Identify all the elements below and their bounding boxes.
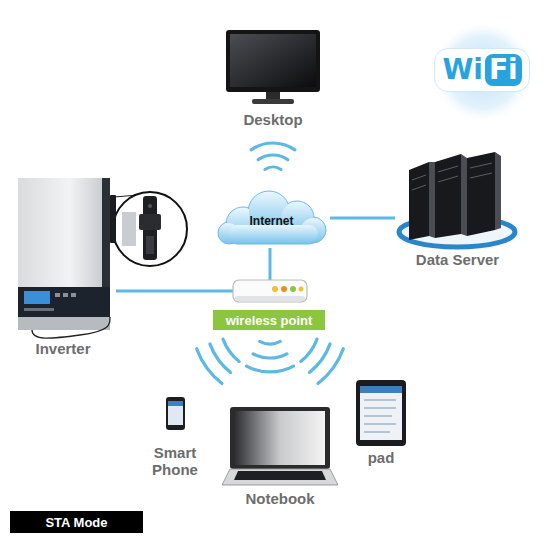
wave-arc [253, 354, 287, 358]
zoom-circle [113, 192, 187, 266]
wave-arc [210, 344, 231, 373]
wave-arc [318, 349, 343, 384]
desktop-node: Desktop [218, 28, 328, 128]
server-icon [395, 150, 520, 250]
wave-arc [197, 349, 222, 384]
wifi-waves [197, 143, 344, 383]
router-icon [213, 276, 325, 306]
label-band: wireless point [213, 310, 325, 330]
network-link [330, 218, 395, 219]
wave-arc [251, 143, 295, 150]
server-node: Data Server [395, 150, 520, 268]
node-label: STA Mode [45, 515, 107, 530]
inverter-icon [10, 175, 116, 340]
phone-icon [140, 392, 210, 434]
desktop-icon [218, 28, 328, 108]
logo-row: WiFi [442, 54, 521, 86]
pad-node: pad [350, 378, 412, 466]
wave-arc [223, 339, 239, 361]
wifi-glow [431, 20, 535, 124]
wifi-logo: WiFi [434, 48, 530, 92]
pad-icon [350, 378, 412, 448]
mode-band: STA Mode [10, 511, 143, 533]
wireless-point: wireless point [213, 276, 325, 330]
node-label: Desktop [243, 111, 302, 128]
network-link [270, 248, 271, 276]
inverter-node: Inverter [10, 175, 116, 357]
node-label: Notebook [245, 490, 314, 507]
network-link [116, 291, 213, 292]
notebook-node: Notebook [222, 405, 338, 507]
wave-arc [309, 344, 330, 373]
wave-arc [247, 366, 294, 372]
node-label: Inverter [35, 340, 90, 357]
logo-text: Fi [485, 54, 522, 86]
internet-cloud: Internet [213, 188, 330, 248]
node-label: Data Server [416, 251, 499, 268]
wave-arc [260, 341, 281, 344]
wave-arc [258, 155, 288, 160]
node-label: Internet [249, 214, 293, 228]
logo-text: Wi [442, 54, 482, 86]
wave-arc [265, 167, 281, 170]
notebook-icon [222, 405, 338, 487]
phone-node: Smart Phone [140, 392, 210, 478]
node-label: pad [368, 449, 395, 466]
node-label: Smart Phone [144, 444, 206, 478]
wave-arc [301, 339, 317, 361]
wifi-dongle [122, 196, 161, 260]
node-label: wireless point [226, 313, 313, 328]
